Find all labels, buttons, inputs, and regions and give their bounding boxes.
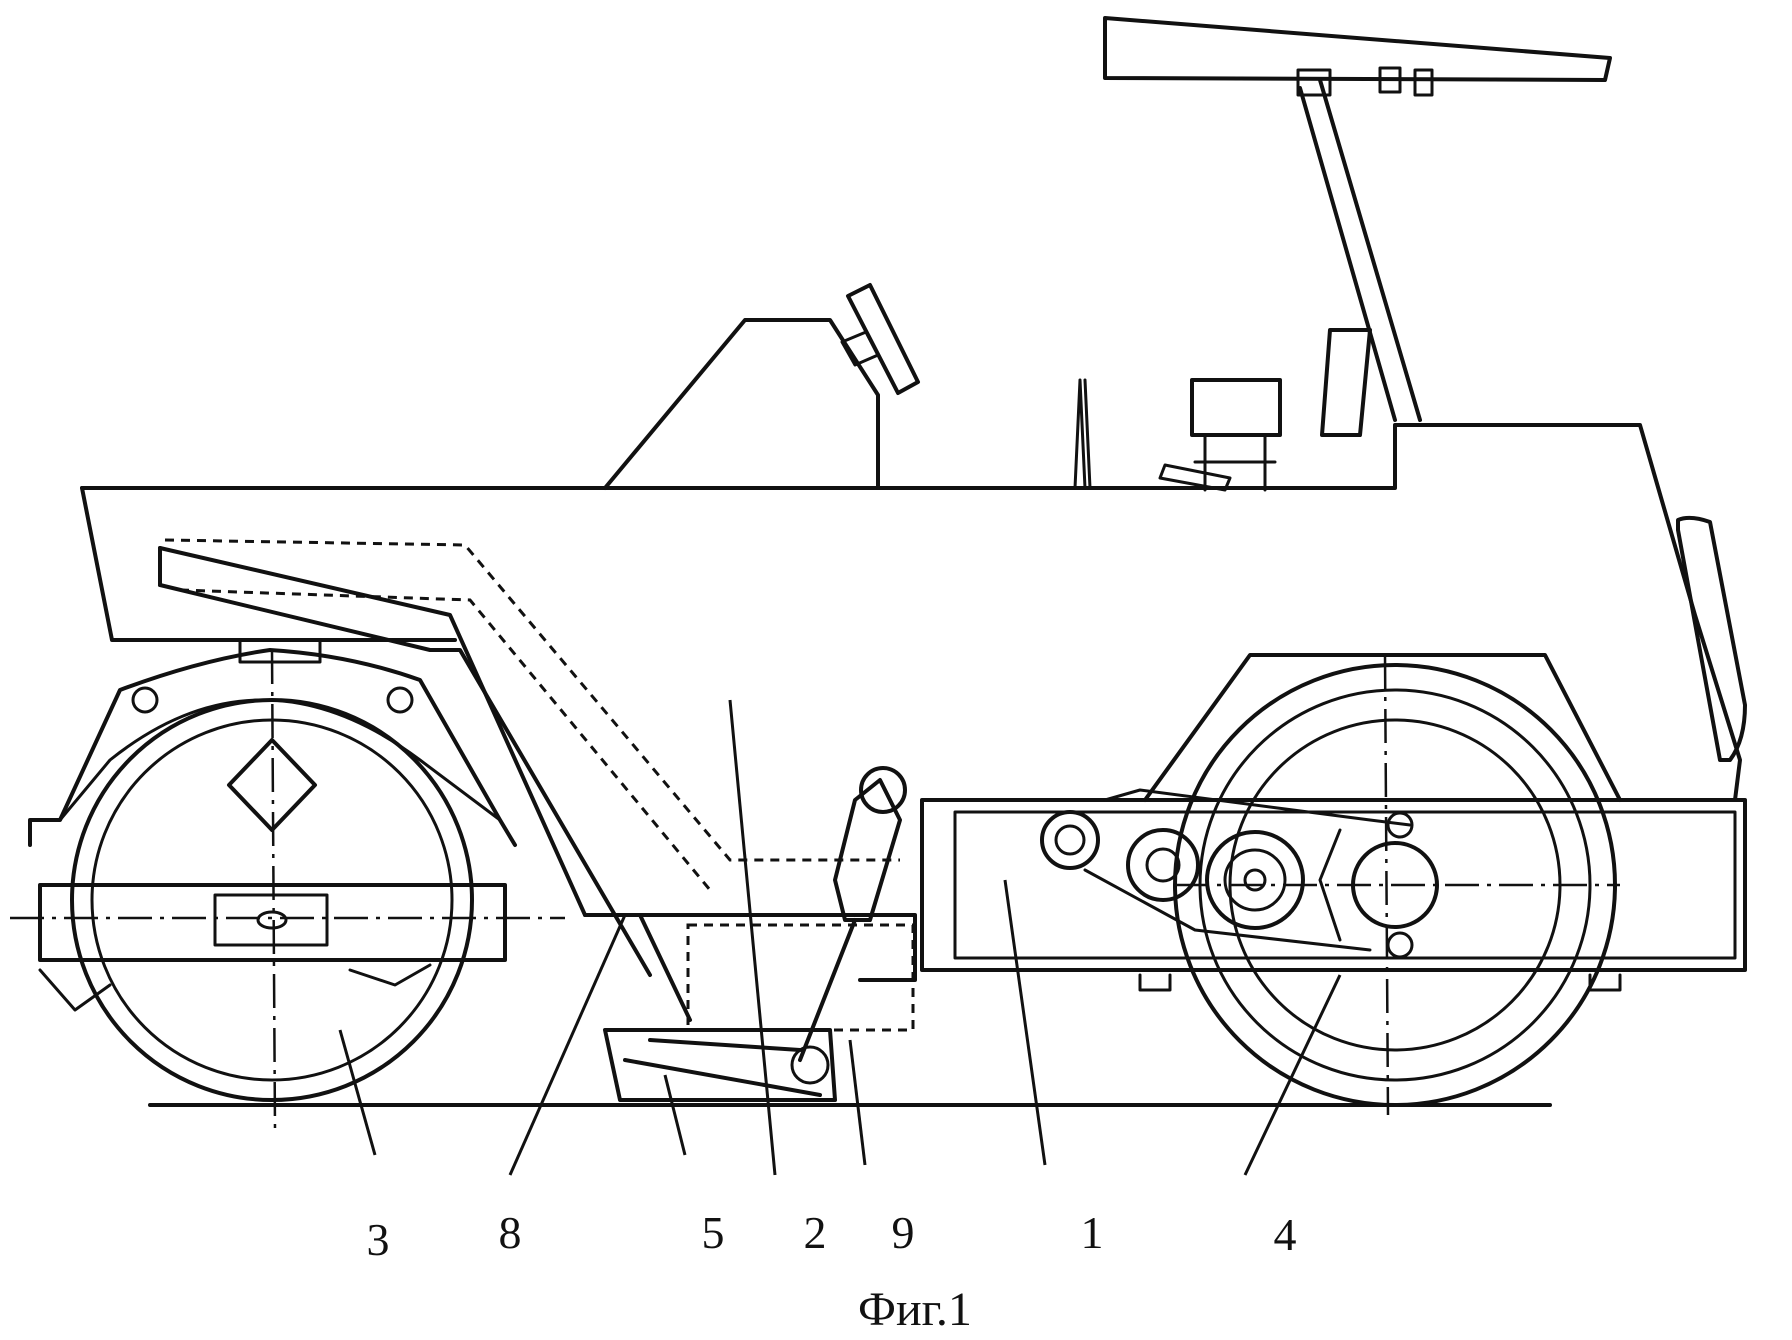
rear-tank	[1676, 515, 1747, 762]
drive-gears	[1040, 788, 1439, 959]
label-arm: 8	[499, 1207, 522, 1258]
label-pad: 5	[702, 1207, 725, 1258]
main-frame	[920, 798, 1747, 992]
figure-caption: Фиг.1	[858, 1283, 972, 1336]
label-frame: 1	[1081, 1207, 1104, 1258]
machine-body	[80, 318, 1742, 802]
hidden-mechanism	[686, 923, 915, 1032]
rear-roller	[1173, 654, 1620, 1116]
operator-seat	[1158, 328, 1372, 492]
leader-lines	[338, 699, 1342, 1176]
label-rear-roller: 4	[1274, 1209, 1297, 1260]
label-front-roller: 3	[367, 1214, 390, 1265]
compaction-pad	[603, 1028, 837, 1102]
canopy	[1103, 16, 1612, 422]
label-cylinder: 9	[892, 1207, 915, 1258]
steering-wheel	[840, 283, 920, 395]
rear-fender	[1143, 653, 1622, 802]
hydraulic-cylinder	[798, 766, 907, 1062]
label-middle: 2	[804, 1207, 827, 1258]
arm-dashed-position	[164, 538, 900, 891]
front-roller	[10, 649, 565, 1131]
